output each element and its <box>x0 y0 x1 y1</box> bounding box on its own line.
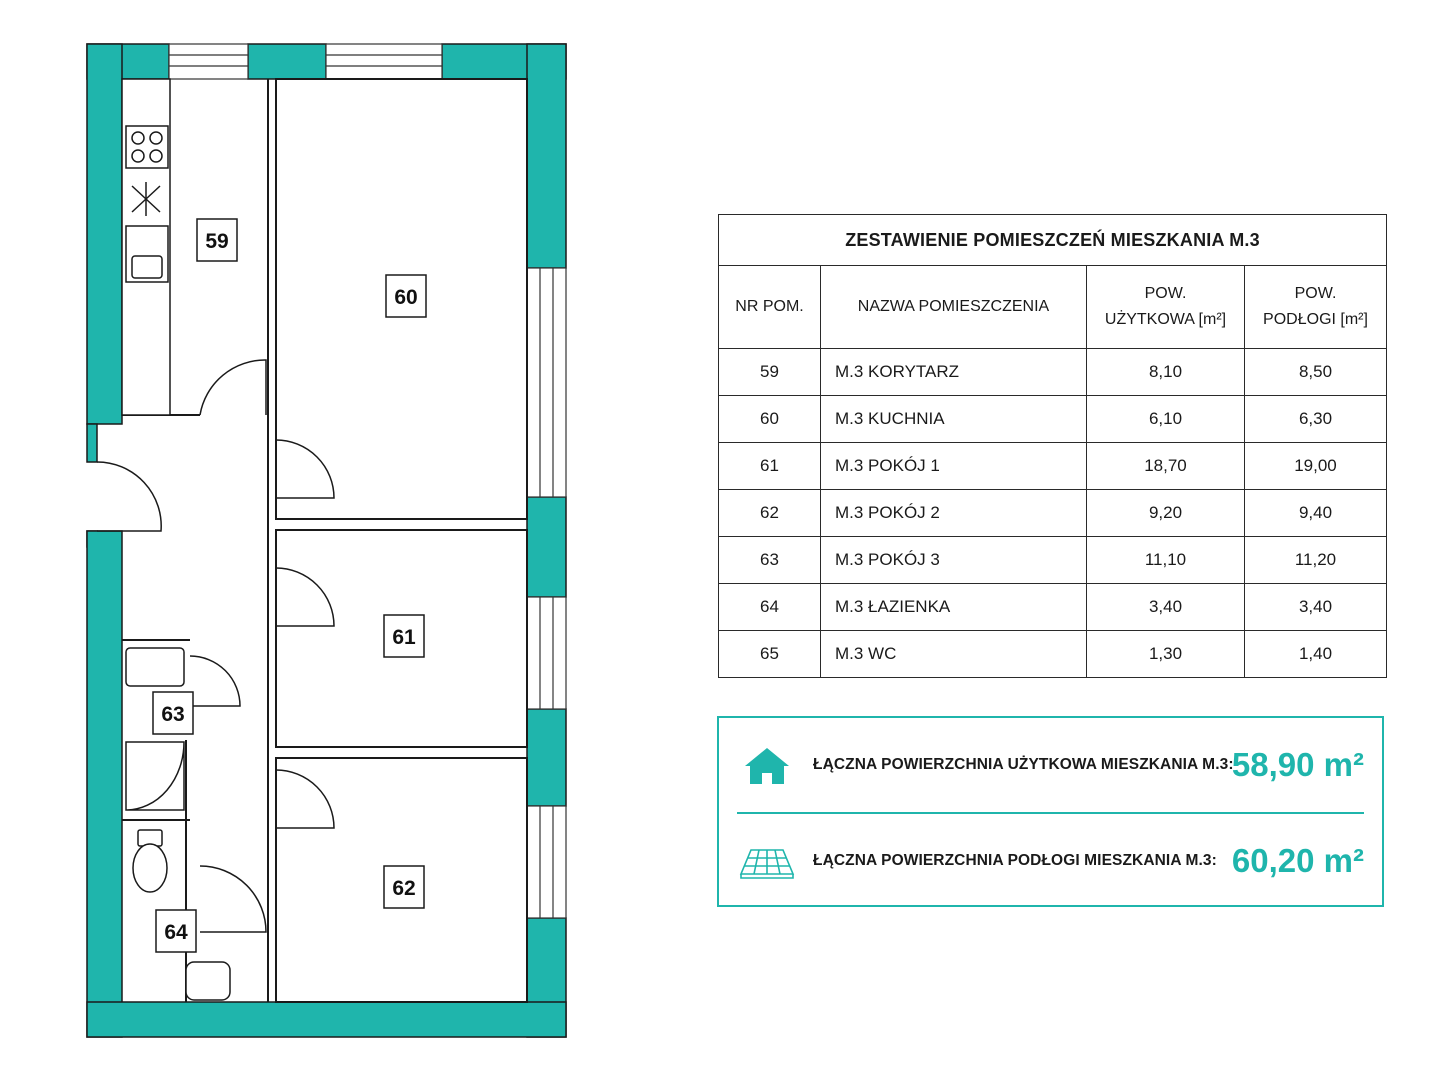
washbasin-icon <box>125 647 185 687</box>
cell-floor: 19,00 <box>1244 442 1387 490</box>
room-label-62: 62 <box>392 877 415 900</box>
cell-nr: 60 <box>718 395 821 443</box>
cell-name: M.3 KUCHNIA <box>820 395 1087 443</box>
cell-nr: 61 <box>718 442 821 490</box>
rooms-table: ZESTAWIENIE POMIESZCZEŃ MIESZKANIA M.3 N… <box>718 214 1387 678</box>
table-row: 61 M.3 POKÓJ 1 18,70 19,00 <box>718 442 1387 490</box>
room-label-63: 63 <box>161 703 184 726</box>
header-floor: POW. PODŁOGI [m²] <box>1244 265 1387 349</box>
cell-usable: 3,40 <box>1086 583 1245 631</box>
cell-usable: 11,10 <box>1086 536 1245 584</box>
stove-icon <box>125 125 169 169</box>
summary-usable-label: ŁĄCZNA POWIERZCHNIA UŻYTKOWA MIESZKANIA … <box>813 756 1234 773</box>
cell-usable: 1,30 <box>1086 630 1245 678</box>
cell-usable: 9,20 <box>1086 489 1245 537</box>
room-label-59: 59 <box>205 230 228 253</box>
doors <box>96 359 335 933</box>
summary-box: ŁĄCZNA POWIERZCHNIA UŻYTKOWA MIESZKANIA … <box>717 716 1384 907</box>
kitchen-fixtures <box>121 78 171 416</box>
table-row: 65 M.3 WC 1,30 1,40 <box>718 630 1387 678</box>
table-row: 59 M.3 KORYTARZ 8,10 8,50 <box>718 348 1387 396</box>
cell-nr: 65 <box>718 630 821 678</box>
cell-name: M.3 ŁAZIENKA <box>820 583 1087 631</box>
summary-usable: ŁĄCZNA POWIERZCHNIA UŻYTKOWA MIESZKANIA … <box>719 718 1382 812</box>
header-floor-line2: PODŁOGI [m²] <box>1263 311 1368 328</box>
cell-usable: 18,70 <box>1086 442 1245 490</box>
room-label-64: 64 <box>164 921 188 944</box>
floor-plan: 59 60 61 62 63 64 <box>86 43 567 1038</box>
header-usable-line2: UŻYTKOWA [m²] <box>1104 311 1227 328</box>
outer-walls <box>86 43 567 1038</box>
table-row: 60 M.3 KUCHNIA 6,10 6,30 <box>718 395 1387 443</box>
header-name: NAZWA POMIESZCZENIA <box>820 265 1087 349</box>
cell-floor: 8,50 <box>1244 348 1387 396</box>
cell-nr: 59 <box>718 348 821 396</box>
windows <box>168 43 567 919</box>
table-title: ZESTAWIENIE POMIESZCZEŃ MIESZKANIA M.3 <box>718 214 1387 266</box>
summary-divider <box>737 812 1364 814</box>
toilet-icon <box>132 843 168 893</box>
cell-name: M.3 KORYTARZ <box>820 348 1087 396</box>
cell-name: M.3 POKÓJ 3 <box>820 536 1087 584</box>
summary-usable-value: 58,90 m² <box>1231 746 1364 783</box>
cell-usable: 6,10 <box>1086 395 1245 443</box>
room-label-61: 61 <box>392 626 416 649</box>
header-floor-line1: POW. <box>1294 285 1337 302</box>
cell-floor: 3,40 <box>1244 583 1387 631</box>
summary-floor-value: 60,20 m² <box>1231 842 1364 879</box>
cell-floor: 1,40 <box>1244 630 1387 678</box>
inner-walls <box>122 78 528 1003</box>
bathroom-fixtures <box>125 647 231 1001</box>
cell-floor: 9,40 <box>1244 489 1387 537</box>
shower-icon <box>125 741 185 811</box>
cell-usable: 8,10 <box>1086 348 1245 396</box>
table-row: 64 M.3 ŁAZIENKA 3,40 3,40 <box>718 583 1387 631</box>
cell-nr: 63 <box>718 536 821 584</box>
fridge-icon <box>131 182 161 216</box>
cell-nr: 64 <box>718 583 821 631</box>
summary-floor: ŁĄCZNA POWIERZCHNIA PODŁOGI MIESZKANIA M… <box>719 814 1382 908</box>
room-label-60: 60 <box>394 286 417 309</box>
cell-floor: 11,20 <box>1244 536 1387 584</box>
cell-nr: 62 <box>718 489 821 537</box>
header-usable-line1: POW. <box>1144 285 1187 302</box>
house-icon <box>745 748 789 784</box>
cell-name: M.3 POKÓJ 2 <box>820 489 1087 537</box>
table-row: 62 M.3 POKÓJ 2 9,20 9,40 <box>718 489 1387 537</box>
cell-floor: 6,30 <box>1244 395 1387 443</box>
floor-grid-icon <box>739 849 795 879</box>
cell-name: M.3 WC <box>820 630 1087 678</box>
cell-name: M.3 POKÓJ 1 <box>820 442 1087 490</box>
header-usable: POW. UŻYTKOWA [m²] <box>1086 265 1245 349</box>
header-nr: NR POM. <box>718 265 821 349</box>
washbasin-small-icon <box>185 961 231 1001</box>
summary-floor-label: ŁĄCZNA POWIERZCHNIA PODŁOGI MIESZKANIA M… <box>813 852 1217 869</box>
room-labels: 59 60 61 62 63 64 <box>152 218 427 953</box>
table-row: 63 M.3 POKÓJ 3 11,10 11,20 <box>718 536 1387 584</box>
